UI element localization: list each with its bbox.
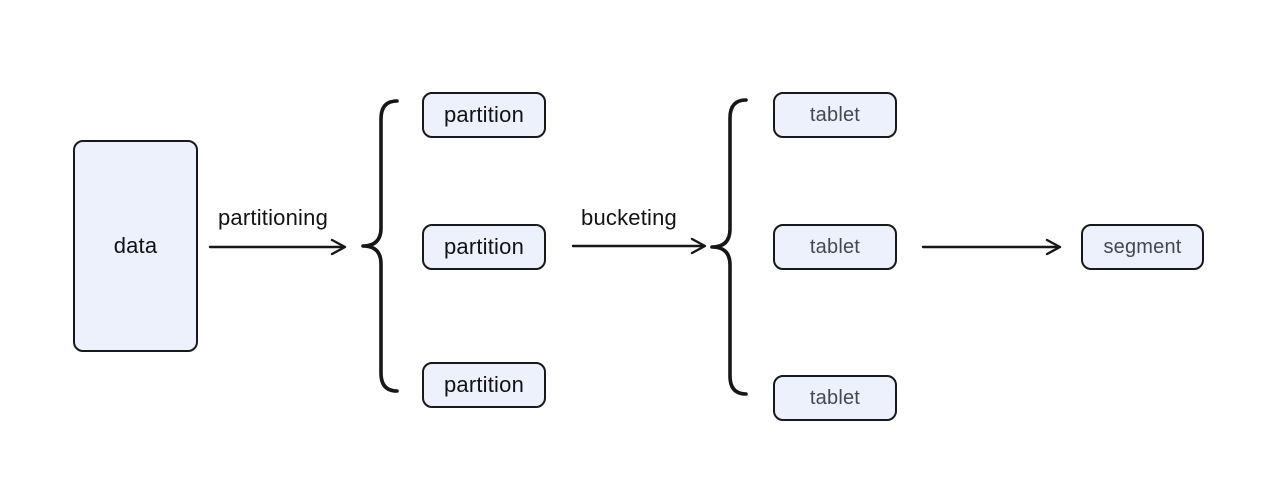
node-tablet-3: tablet xyxy=(773,375,897,421)
arrow-head-icon xyxy=(690,237,707,255)
partitions-brace xyxy=(361,99,399,393)
node-segment-label: segment xyxy=(1103,235,1182,258)
node-tablet-1: tablet xyxy=(773,92,897,138)
node-partition-1: partition xyxy=(422,92,546,138)
arrow-head-icon xyxy=(1045,238,1062,256)
tablets-brace xyxy=(710,98,748,396)
node-partition-3: partition xyxy=(422,362,546,408)
node-partition-label: partition xyxy=(443,102,525,127)
node-partition-label: partition xyxy=(443,372,525,397)
node-tablet-label: tablet xyxy=(809,235,861,258)
segment-arrow xyxy=(921,238,1062,256)
left-curly-brace-icon xyxy=(361,99,399,393)
bucketing-arrow-label: bucketing xyxy=(581,205,677,230)
node-tablet-label: tablet xyxy=(809,386,861,409)
left-curly-brace-icon xyxy=(710,98,748,396)
node-partition-2: partition xyxy=(422,224,546,270)
partitioning-arrow xyxy=(208,238,347,256)
bucketing-arrow xyxy=(571,237,707,255)
node-partition-label: partition xyxy=(443,234,525,259)
node-data: data xyxy=(73,140,198,352)
node-data-label: data xyxy=(113,233,158,258)
node-tablet-label: tablet xyxy=(809,103,861,126)
node-segment: segment xyxy=(1081,224,1204,270)
node-tablet-2: tablet xyxy=(773,224,897,270)
partitioning-arrow-label: partitioning xyxy=(217,205,329,230)
arrow-head-icon xyxy=(330,238,347,256)
